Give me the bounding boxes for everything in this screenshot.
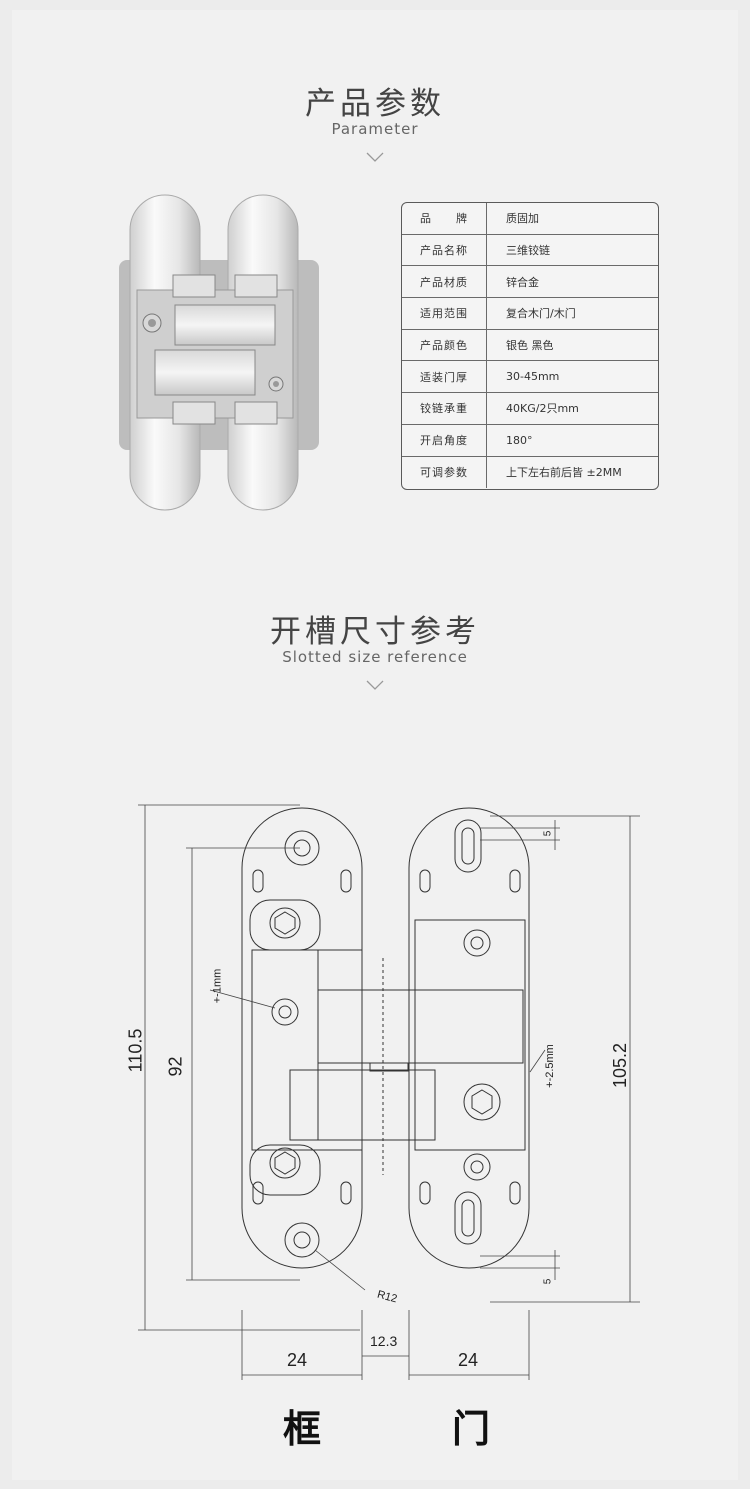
parameter-table: 品 牌 质固加 产品名称 三维铰链 产品材质 锌合金 适用范围 复合木门/木门 … xyxy=(401,202,659,490)
param-value: 30-45mm xyxy=(506,370,560,384)
param-key: 开启角度 xyxy=(402,424,487,456)
chevron-down-icon xyxy=(366,680,384,690)
table-row: 产品材质 锌合金 xyxy=(402,266,658,299)
param-value: 40KG/2只mm xyxy=(506,402,579,416)
param-value: 180° xyxy=(506,433,533,447)
dim-bottom-slot: 5 xyxy=(542,1278,554,1285)
table-row: 品 牌 质固加 xyxy=(402,203,658,235)
param-value: 质固加 xyxy=(506,212,539,226)
dim-top-slot: 5 xyxy=(542,830,554,837)
param-value: 上下左右前后皆 ±2MM xyxy=(506,466,622,480)
hinge-product-photo xyxy=(119,194,319,511)
table-row: 适用范围 复合木门/木门 xyxy=(402,298,658,330)
hinge-technical-drawing xyxy=(138,804,640,1380)
dim-height-total: 110.5 xyxy=(125,1028,146,1073)
label-door: 门 xyxy=(452,1407,491,1451)
table-row: 产品颜色 银色 黑色 xyxy=(402,329,658,362)
dim-gap: 12.3 xyxy=(370,1333,398,1349)
table-row: 适装门厚 30-45mm xyxy=(402,361,658,394)
param-key: 产品材质 xyxy=(402,266,487,298)
param-key: 产品颜色 xyxy=(402,329,487,361)
param-value: 锌合金 xyxy=(506,275,539,289)
param-value: 三维铰链 xyxy=(506,244,550,258)
param-value: 复合木门/木门 xyxy=(506,307,576,321)
table-row: 产品名称 三维铰链 xyxy=(402,234,658,267)
param-key: 适装门厚 xyxy=(402,361,487,393)
param-key: 可调参数 xyxy=(402,456,487,489)
param-value: 银色 黑色 xyxy=(506,339,554,353)
table-row: 铰链承重 40KG/2只mm xyxy=(402,393,658,425)
dim-height-inner: 92 xyxy=(165,1056,186,1077)
param-key: 铰链承重 xyxy=(402,393,487,424)
dim-width-left: 24 xyxy=(287,1350,308,1370)
dim-adjust-right: +-2.5mm xyxy=(543,1044,556,1088)
dim-width-right: 24 xyxy=(458,1350,479,1370)
dim-height-right: 105.2 xyxy=(610,1042,631,1089)
section-title-parameter: 产品参数 xyxy=(305,86,445,122)
table-row: 开启角度 180° xyxy=(402,424,658,457)
dim-adjust-left: +-1mm xyxy=(211,968,224,1004)
table-row: 可调参数 上下左右前后皆 ±2MM xyxy=(402,456,658,489)
section-title-slotted: 开槽尺寸参考 xyxy=(270,614,480,650)
chevron-down-icon xyxy=(366,152,384,162)
param-key: 产品名称 xyxy=(402,234,487,266)
param-key: 适用范围 xyxy=(402,298,487,329)
section-subtitle-slotted: Slotted size reference xyxy=(282,648,468,666)
param-key: 品 牌 xyxy=(402,203,487,234)
section-subtitle-parameter: Parameter xyxy=(331,120,419,138)
label-frame: 框 xyxy=(283,1407,322,1451)
